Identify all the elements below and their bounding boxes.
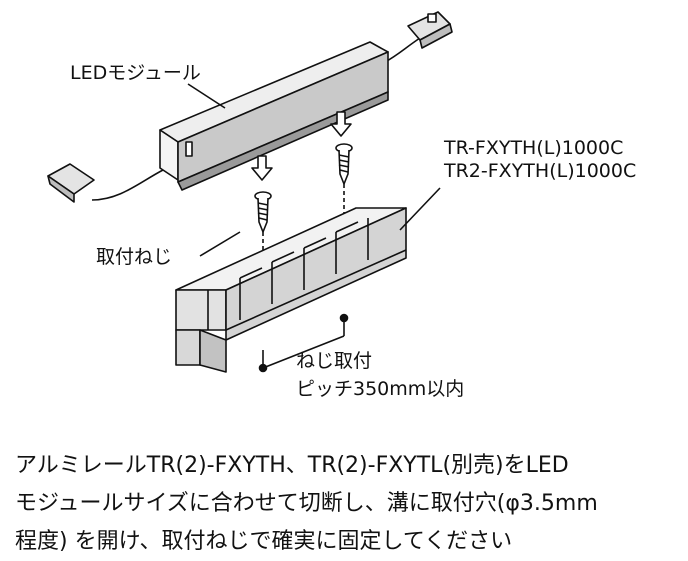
down-arrow-left <box>251 155 273 181</box>
connector-top-right <box>384 11 453 63</box>
connector-left <box>47 163 164 203</box>
down-arrow-right <box>330 111 352 137</box>
led-module-label: LEDモジュール <box>70 62 201 84</box>
aluminum-rail <box>175 207 407 373</box>
caption-line-1: アルミレールTR(2)-FXYTH、TR(2)-FXYTL(別売)をLED <box>15 453 569 478</box>
instruction-caption: アルミレールTR(2)-FXYTH、TR(2)-FXYTL(別売)をLED モジ… <box>15 447 675 561</box>
led-module <box>159 41 389 191</box>
caption-line-3: 程度) を開け、取付ねじで確実に固定してください <box>15 529 513 554</box>
caption-line-2: モジュールサイズに合わせて切断し、溝に取付穴(φ3.5mm <box>15 491 598 516</box>
screw-left <box>254 191 272 262</box>
pitch-dimension <box>258 313 349 373</box>
model-label-1: TR-FXYTH(L)1000C <box>444 137 624 159</box>
model-leader <box>399 187 441 231</box>
led-module-leader <box>187 83 226 109</box>
screw-pitch-label-2: ピッチ350mm以内 <box>296 378 465 400</box>
screw-right <box>335 143 353 214</box>
installation-diagram <box>47 11 453 373</box>
screw-leader <box>199 231 241 257</box>
mounting-screw-label: 取付ねじ <box>96 246 173 268</box>
screw-pitch-label-1: ねじ取付 <box>296 350 373 372</box>
model-label-2: TR2-FXYTH(L)1000C <box>444 160 637 182</box>
